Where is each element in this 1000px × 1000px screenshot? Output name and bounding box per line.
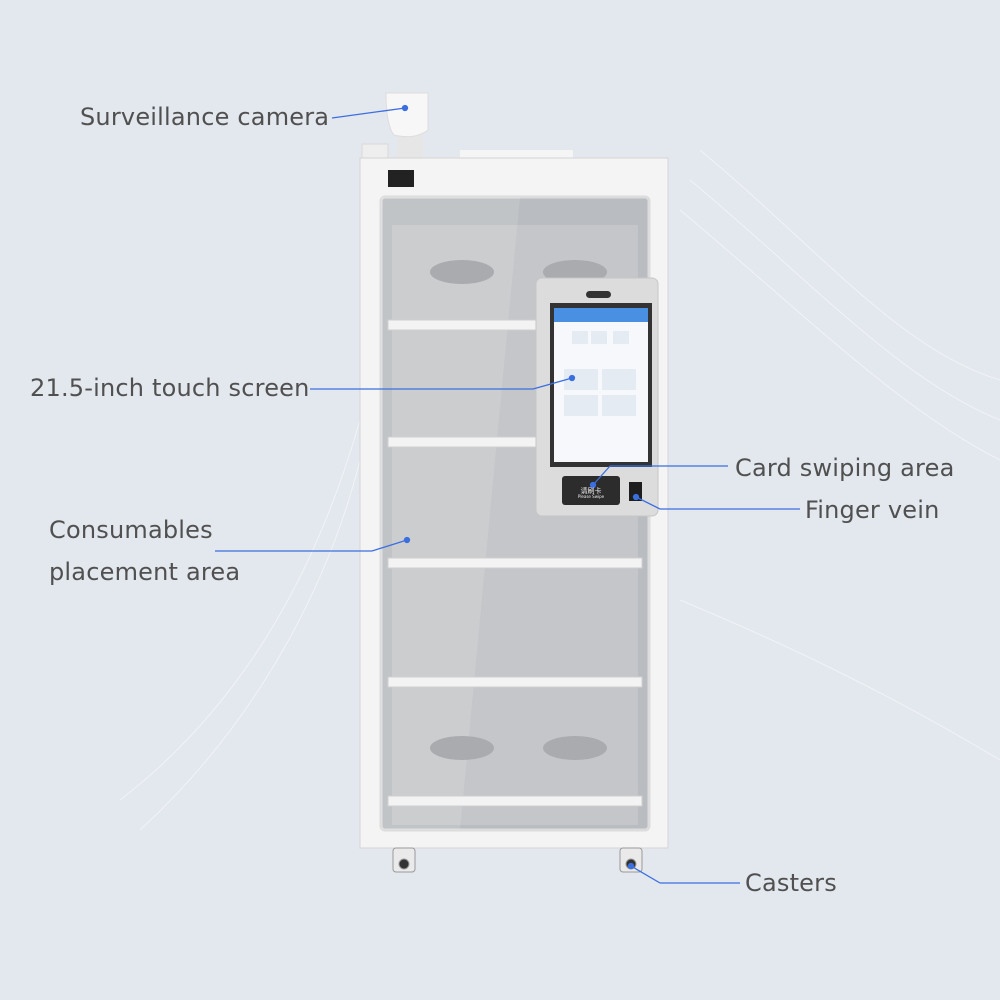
card-reader-cn: 请刷卡 bbox=[580, 487, 602, 495]
surveillance-camera bbox=[361, 92, 573, 162]
casters bbox=[392, 847, 643, 873]
label-finger-vein: Finger vein bbox=[805, 496, 940, 524]
card-reader-text: 请刷卡 Please Swipe bbox=[562, 488, 620, 499]
label-touch-screen: 21.5-inch touch screen bbox=[30, 374, 310, 402]
label-consumables-1: Consumables bbox=[49, 516, 213, 544]
terminal-panel bbox=[535, 277, 659, 517]
label-casters: Casters bbox=[745, 869, 837, 897]
label-card-swiping: Card swiping area bbox=[735, 454, 955, 482]
leader-lines bbox=[215, 104, 800, 884]
label-consumables-2: placement area bbox=[49, 558, 241, 586]
label-surveillance-camera: Surveillance camera bbox=[80, 103, 330, 131]
card-reader-en: Please Swipe bbox=[577, 494, 605, 499]
background-waves bbox=[119, 149, 1000, 831]
